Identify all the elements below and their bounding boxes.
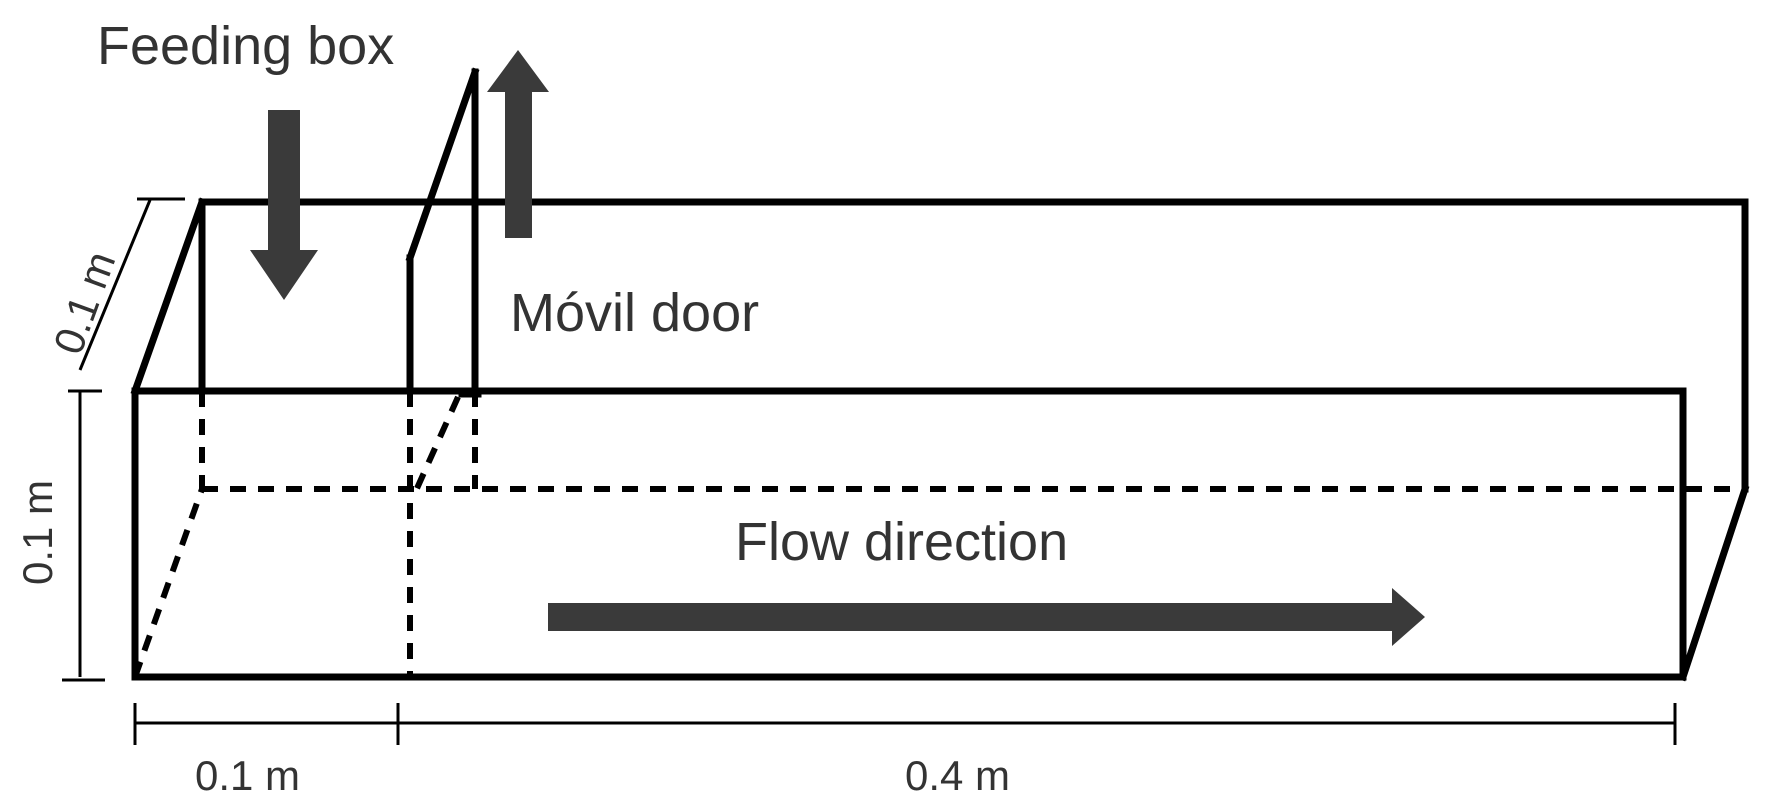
- movil-door-label: Móvil door: [510, 283, 759, 343]
- height-dimension: [62, 389, 105, 682]
- movil-door-panel: [405, 67, 482, 398]
- door-slant-edge: [405, 67, 480, 263]
- feeding-box-label: Feeding box: [97, 16, 394, 76]
- length-main-label: 0.4 m: [905, 752, 1010, 799]
- flow-direction-label: Flow direction: [735, 512, 1068, 572]
- depth-dimension-line: [78, 199, 152, 371]
- bottom-right-depth-edge: [1678, 484, 1750, 682]
- channel-box: [130, 197, 1750, 682]
- top-left-depth-edge: [130, 197, 207, 396]
- length-dimensions: [133, 703, 1677, 745]
- door-hidden-diagonal: [411, 395, 461, 497]
- door-up-arrow: [487, 50, 549, 238]
- length-feed-label: 0.1 m: [195, 752, 300, 799]
- hidden-edges: [132, 391, 1745, 679]
- height-label: 0.1 m: [14, 480, 61, 585]
- bottom-left-hidden-depth-edge: [132, 487, 205, 679]
- flow-direction-arrow: [548, 588, 1425, 646]
- feeding-down-arrow: [250, 110, 318, 300]
- depth-label: 0.1 m: [44, 245, 124, 360]
